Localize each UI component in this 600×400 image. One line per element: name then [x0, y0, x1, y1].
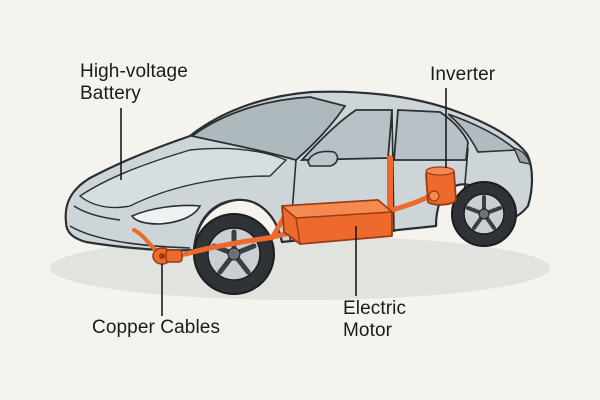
label-motor-line2: Motor — [343, 320, 393, 341]
label-high-voltage-battery: High-voltage Battery — [80, 61, 188, 105]
front-bumper — [69, 225, 191, 249]
hood-surface — [78, 147, 288, 209]
inverter — [425, 166, 457, 206]
label-battery-line1: High-voltage — [80, 61, 188, 82]
rear-window — [393, 109, 469, 161]
label-inverter: Inverter — [430, 64, 495, 86]
front-window — [299, 109, 393, 161]
leader-lines — [120, 88, 447, 316]
label-battery-line2: Battery — [80, 83, 141, 104]
rear-wheel — [451, 181, 517, 247]
label-cables-line1: Copper Cables — [92, 317, 221, 338]
label-motor-line1: Electric — [343, 298, 407, 319]
windshield — [189, 96, 347, 162]
headlight — [130, 204, 202, 225]
front-wheel — [193, 213, 275, 295]
label-electric-motor: Electric Motor — [343, 298, 406, 342]
electric-motor — [281, 199, 393, 245]
copper-cables-connector — [152, 247, 183, 265]
front-arch — [193, 198, 283, 251]
label-inverter-line1: Inverter — [430, 64, 496, 85]
label-copper-cables: Copper Cables — [92, 317, 220, 339]
grille — [73, 205, 121, 221]
tail-light — [512, 146, 531, 165]
side-mirror — [307, 150, 339, 167]
